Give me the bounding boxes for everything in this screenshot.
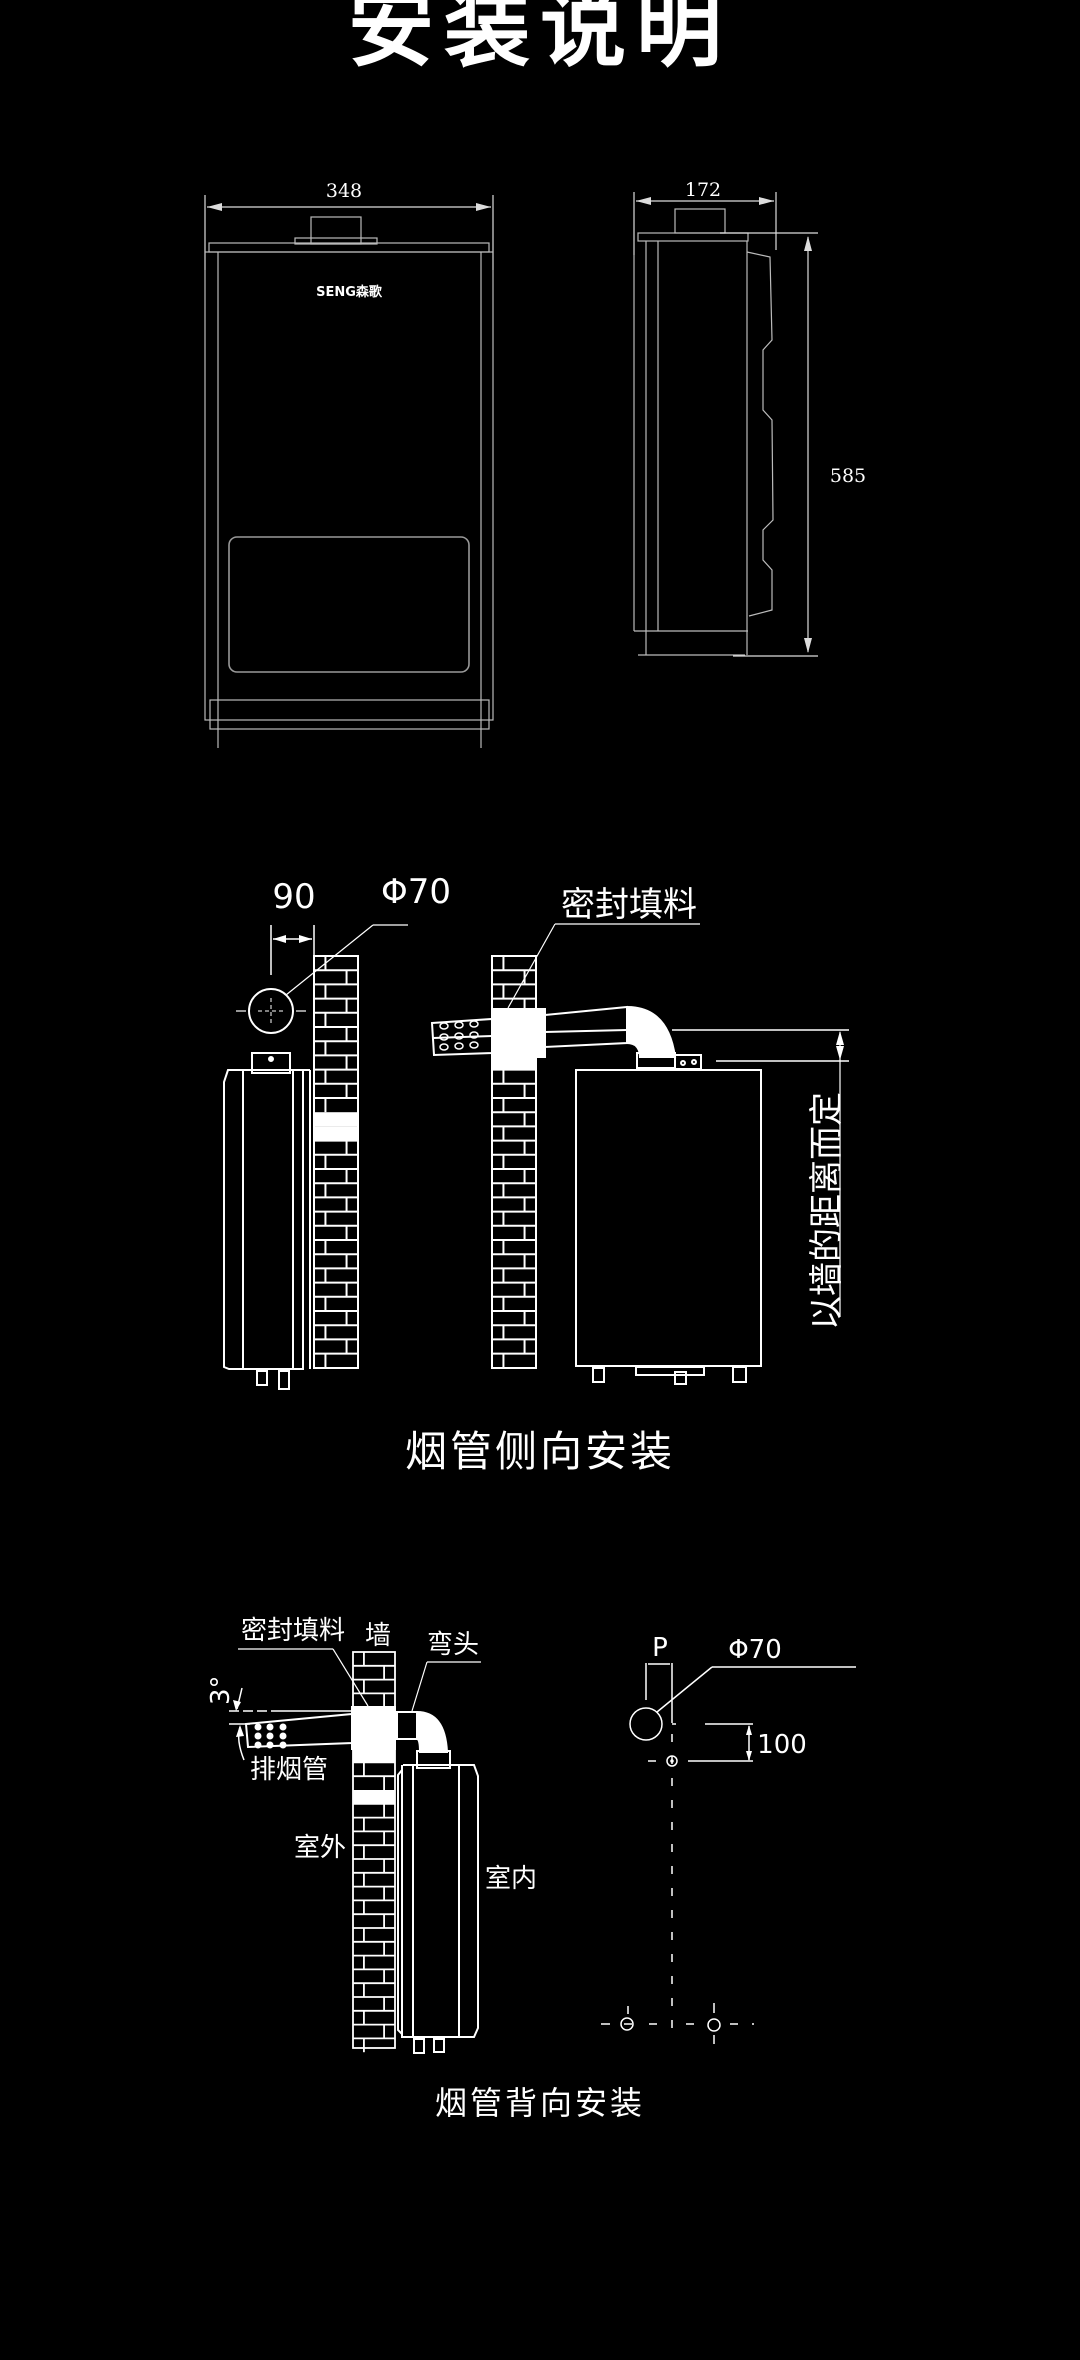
wall-distance-note: 以墙的距离而定	[807, 1092, 847, 1330]
elbow-label: 弯头	[427, 1630, 479, 1660]
p-distance-label: P	[652, 1633, 668, 1663]
pipe-diameter-label: Φ70	[381, 872, 451, 912]
offset-90-label: 90	[272, 877, 315, 917]
indoor-label: 室内	[485, 1864, 537, 1894]
exhaust-pipe-label: 排烟管	[250, 1755, 328, 1785]
vertical-offset-label: 100	[757, 1730, 807, 1760]
depth-dimension-label: 172	[685, 179, 721, 201]
brick-wall-back	[352, 1651, 396, 2053]
width-dimension-label: 348	[326, 180, 362, 202]
page-title: 安装说明	[348, 0, 732, 79]
wall-label: 墙	[365, 1621, 391, 1651]
height-dimension-label: 585	[830, 465, 866, 487]
side-install-pipe	[430, 923, 849, 1385]
seal-filler-label: 密封填料	[561, 885, 697, 925]
angle-3-degree-label: 3°	[206, 1675, 236, 1705]
brand-logo: SENG森歌	[316, 284, 383, 300]
side-install-caption: 烟管侧向安装	[404, 1427, 675, 1476]
brick-wall-right	[491, 955, 537, 1369]
side-install-left-drawing	[223, 924, 408, 1390]
seal-filler-label-back: 密封填料	[241, 1616, 345, 1646]
outdoor-label: 室外	[294, 1833, 346, 1863]
brick-wall-left	[313, 955, 359, 1369]
pipe-diameter-label-back: Φ70	[728, 1635, 782, 1665]
side-view-drawing	[633, 192, 818, 657]
front-view-drawing	[204, 195, 494, 748]
back-install-right-drawing	[601, 1663, 856, 2044]
back-install-caption: 烟管背向安装	[434, 2084, 645, 2122]
